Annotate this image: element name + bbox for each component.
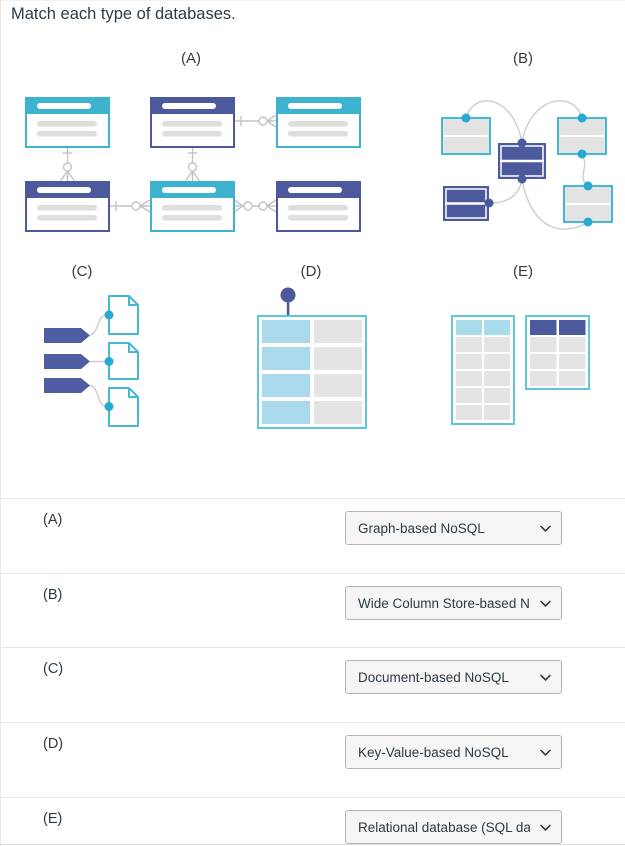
match-label-b: (B) (43, 587, 63, 603)
diagram-label-b: (B) (513, 50, 533, 67)
match-label-a: (A) (43, 512, 63, 528)
wide-column-tables-diagram-icon (451, 315, 590, 425)
match-row-c: (C) Document-based NoSQL (1, 647, 625, 722)
key-value-table-diagram-icon (257, 287, 367, 429)
match-row-b: (B) Wide Column Store-based NoSQL (1, 573, 625, 647)
chevron-down-icon (540, 749, 551, 756)
question-bottom-border (1, 844, 625, 845)
match-select-a[interactable]: Graph-based NoSQL (345, 511, 562, 545)
diagram-label-c: (C) (71, 263, 93, 280)
selected-option-d: Key-Value-based NoSQL (358, 744, 509, 760)
chevron-down-icon (540, 600, 551, 607)
diagram-label-e: (E) (513, 263, 533, 280)
match-label-e: (E) (43, 811, 63, 827)
er-diagram-relational-icon (25, 97, 361, 232)
key-to-document-diagram-icon (44, 295, 139, 427)
match-row-a: (A) Graph-based NoSQL (1, 498, 625, 573)
chevron-down-icon (540, 525, 551, 532)
match-select-e[interactable]: Relational database (SQL database) (345, 810, 562, 844)
chevron-down-icon (540, 824, 551, 831)
match-row-e: (E) Relational database (SQL database) (1, 797, 625, 846)
selected-option-e: Relational database (SQL database) (358, 819, 530, 835)
chevron-down-icon (540, 674, 551, 681)
match-label-c: (C) (43, 661, 64, 677)
selected-option-c: Document-based NoSQL (358, 669, 509, 685)
match-select-b[interactable]: Wide Column Store-based NoSQL (345, 586, 562, 620)
match-select-c[interactable]: Document-based NoSQL (345, 660, 562, 694)
selected-option-b: Wide Column Store-based NoSQL (358, 595, 530, 611)
diagram-label-a: (A) (181, 50, 201, 67)
selected-option-a: Graph-based NoSQL (358, 520, 485, 536)
diagram-label-d: (D) (300, 263, 322, 280)
match-row-d: (D) Key-Value-based NoSQL (1, 722, 625, 797)
match-label-d: (D) (43, 736, 64, 752)
question-title: Match each type of databases. (11, 5, 236, 23)
graph-network-diagram-icon (441, 100, 613, 230)
match-select-d[interactable]: Key-Value-based NoSQL (345, 735, 562, 769)
